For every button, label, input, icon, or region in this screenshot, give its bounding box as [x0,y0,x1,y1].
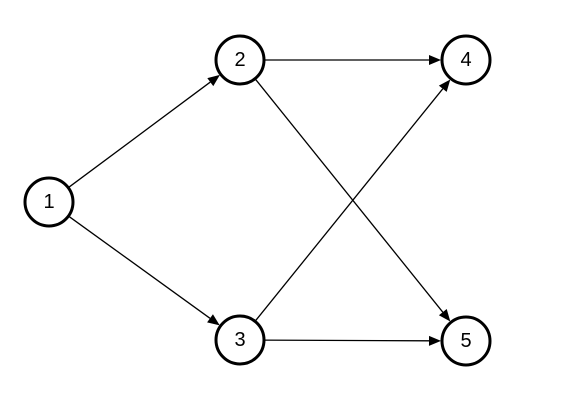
node-2: 2 [214,34,266,86]
arrowhead-icon [428,335,442,346]
node-label: 2 [234,49,245,71]
arrowhead-icon [429,55,441,65]
node-label: 5 [460,330,471,352]
node-circle [214,314,266,366]
edge-line [254,78,444,313]
node-4: 4 [440,34,492,86]
edge-3-5 [263,335,442,346]
node-label: 4 [460,49,471,71]
arrowhead-icon [438,79,451,92]
node-circle [440,34,492,86]
node-1: 1 [23,176,75,228]
node-label: 1 [43,191,54,213]
nodes-layer: 1 2 3 4 5 [23,34,492,367]
edge-3-4 [254,79,451,322]
node-circle [440,315,492,367]
edge-2-4 [264,55,441,65]
edges-layer [67,55,451,346]
edge-line [263,339,430,342]
edge-line [68,215,211,319]
node-3: 3 [214,314,266,366]
arrowhead-icon [207,74,220,87]
edge-line [67,81,211,189]
node-5: 5 [440,315,492,367]
node-label: 3 [234,329,245,351]
edge-2-5 [254,78,451,322]
edge-line [254,88,444,322]
arrowhead-icon [207,314,220,326]
node-circle [23,176,75,228]
edge-1-2 [67,74,220,189]
edge-1-3 [68,215,220,326]
arrowhead-icon [438,309,451,322]
node-circle [214,34,266,86]
